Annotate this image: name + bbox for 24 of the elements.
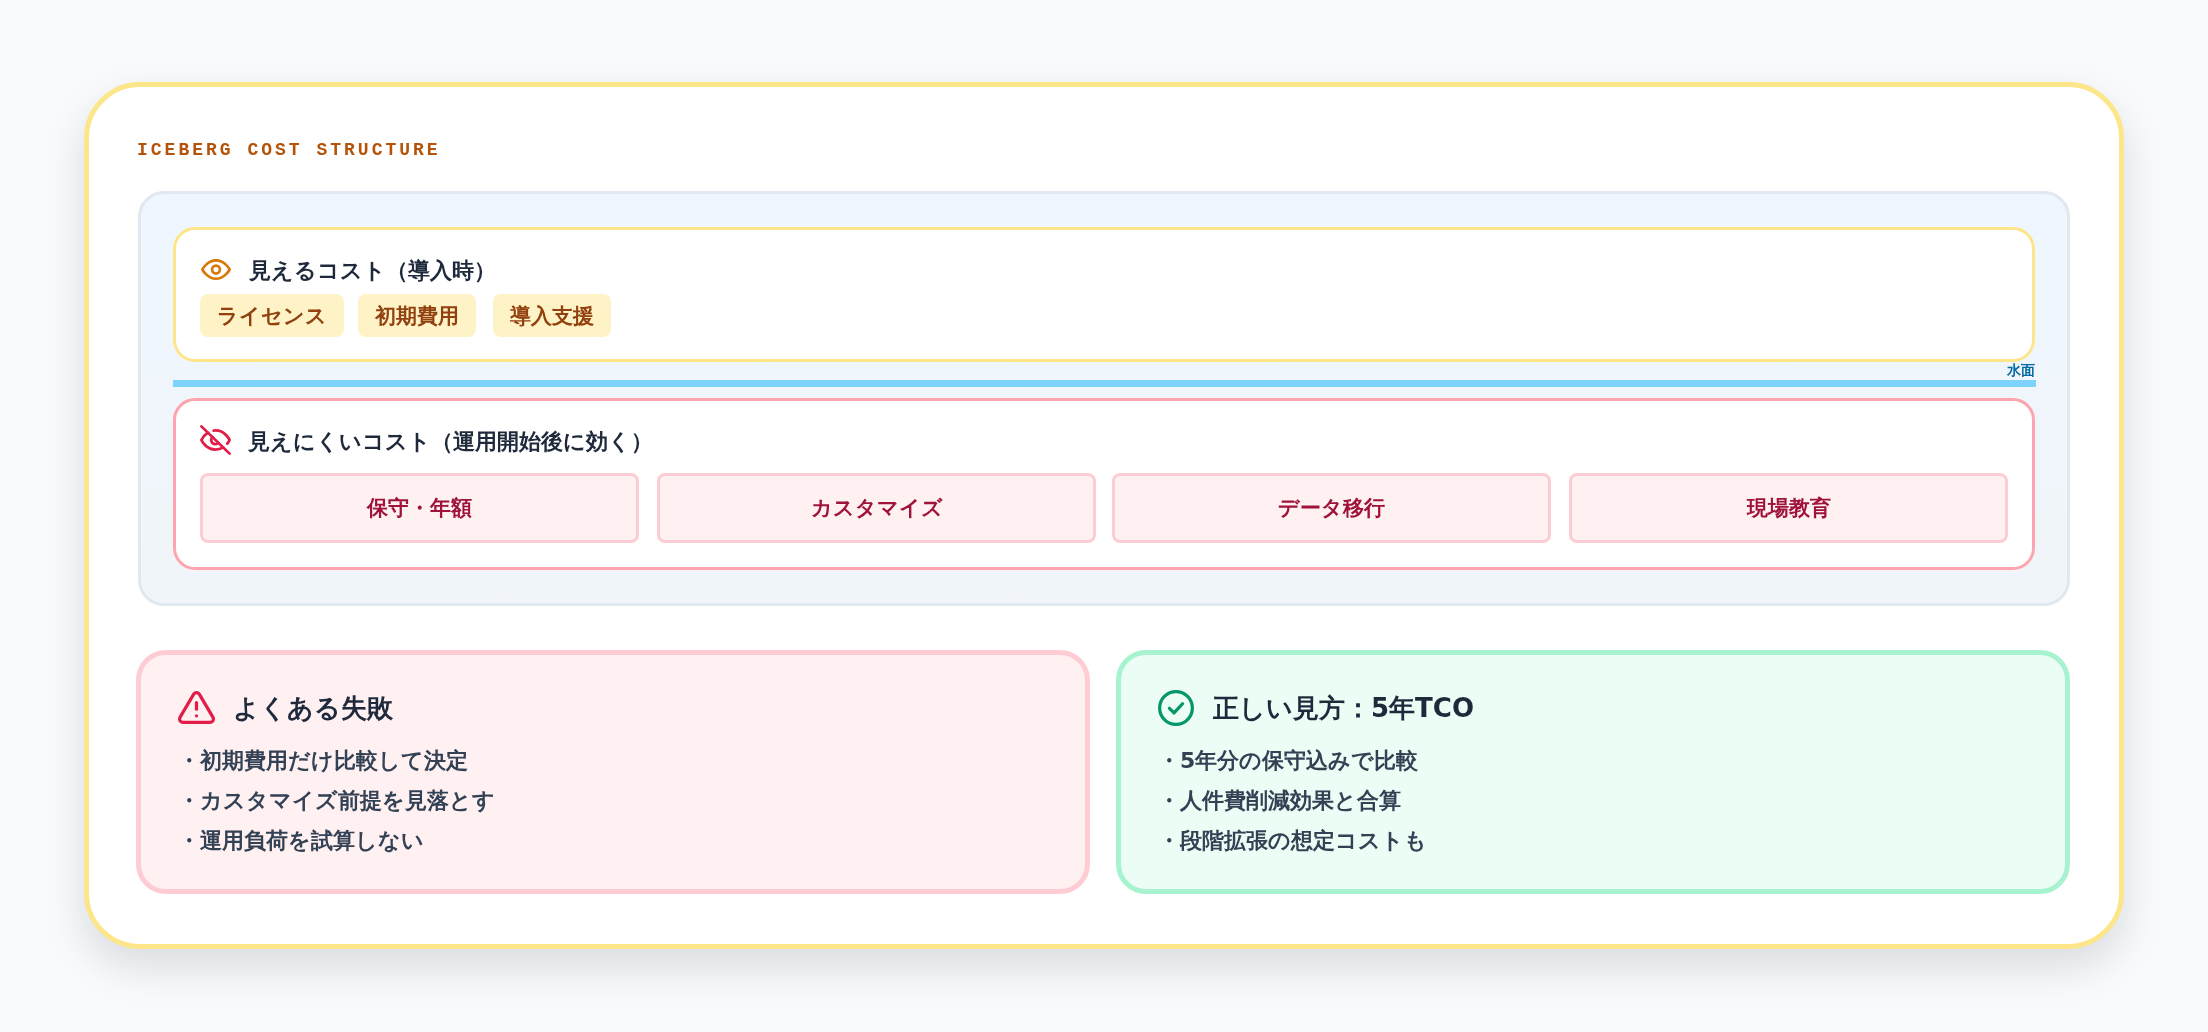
iceberg-panel [138,191,2070,606]
cost-item: カスタマイズ [657,473,1096,543]
card-heading: 正しい見方：5年TCO [1213,692,1474,725]
card-heading: よくある失敗 [233,692,393,725]
cost-item: 保守・年額 [200,473,639,543]
waterline-label: 水面 [2007,363,2035,378]
bullet-item: ・運用負荷を試算しない [178,827,424,855]
bullet-item: ・5年分の保守込みで比較 [1158,747,1419,775]
mistakes-card [136,650,1090,894]
section-heading: 見えるコスト（導入時） [249,257,496,285]
bullet-item: ・初期費用だけ比較して決定 [178,747,468,775]
advice-card [1116,650,2070,894]
bullet-item: ・段階拡張の想定コストも [1158,827,1427,855]
cost-tag: 導入支援 [493,294,611,337]
cost-tag: 初期費用 [358,294,476,337]
section-heading: 見えにくいコスト（運用開始後に効く） [248,428,653,456]
diagram-title: ICEBERG COST STRUCTURE [137,139,441,161]
bullet-item: ・カスタマイズ前提を見落とす [178,787,495,815]
visible-cost-section [173,227,2035,362]
cost-item: データ移行 [1112,473,1551,543]
hidden-cost-section [173,398,2035,570]
bullet-item: ・人件費削減効果と合算 [1158,787,1401,815]
cost-tag: ライセンス [200,294,344,337]
cost-item: 現場教育 [1569,473,2008,543]
